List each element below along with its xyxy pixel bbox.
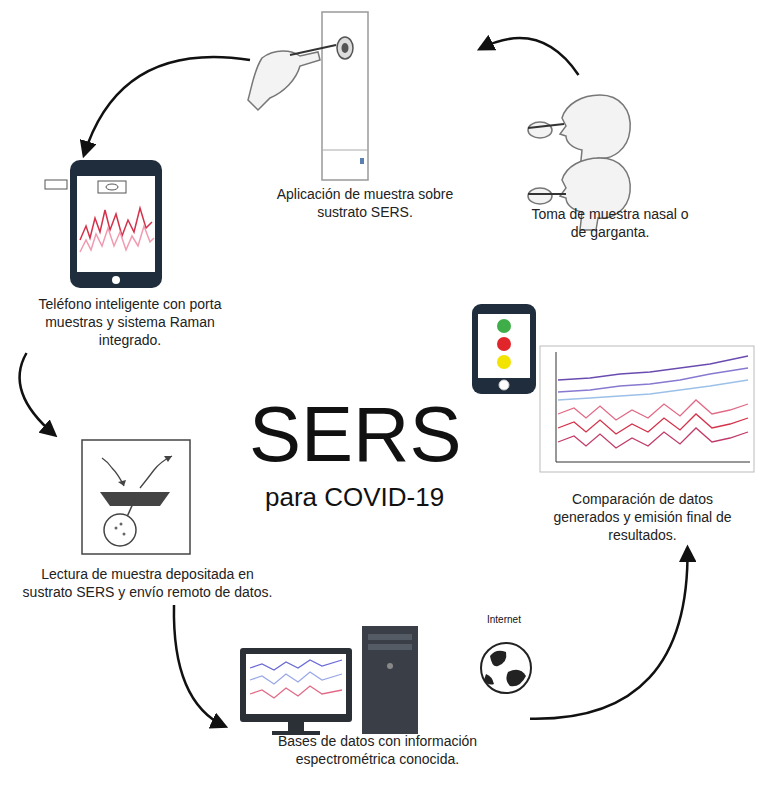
step-group: Aplicación de muestra sobre sustrato SER…: [250, 5, 480, 225]
computer: [240, 626, 531, 735]
flow-arrow: [84, 57, 250, 155]
step-caption: Comparación de datos generados y emisión…: [543, 490, 743, 544]
step-group: Comparación de datos generados y emisión…: [530, 340, 755, 548]
flow-arrow: [480, 38, 579, 75]
sers-device: [322, 12, 368, 180]
step-caption: Bases de datos con información espectrom…: [278, 732, 478, 768]
step-group: Teléfono inteligente con porta muestras …: [15, 155, 245, 353]
diagram-title: SERS: [249, 392, 461, 476]
reading-box: [82, 440, 190, 554]
subtitle: para COVID-19: [265, 482, 444, 513]
step-group: Lectura de muestra depositada en sustrat…: [15, 435, 280, 605]
flow-arrow: [20, 353, 55, 435]
swab: [290, 45, 336, 55]
step-caption: Lectura de muestra depositada en sustrat…: [17, 565, 279, 601]
smartphone: [45, 160, 162, 288]
step-caption: Teléfono inteligente con porta muestras …: [20, 295, 240, 349]
hand: [248, 51, 320, 110]
flow-arrow: [174, 605, 225, 726]
step-group: Bases de datos con información espectrom…: [225, 620, 530, 772]
step-caption: Toma de muestra nasal o de garganta.: [525, 205, 695, 241]
swabs: [528, 124, 566, 194]
step-group: Toma de muestra nasal o de garganta.: [505, 75, 715, 245]
globe-label: Internet: [487, 614, 521, 625]
traffic-light-phone: [472, 304, 536, 394]
spectra-chart: [540, 346, 754, 472]
step-caption: Aplicación de muestra sobre sustrato SER…: [255, 185, 475, 221]
flow-arrow: [530, 548, 688, 719]
